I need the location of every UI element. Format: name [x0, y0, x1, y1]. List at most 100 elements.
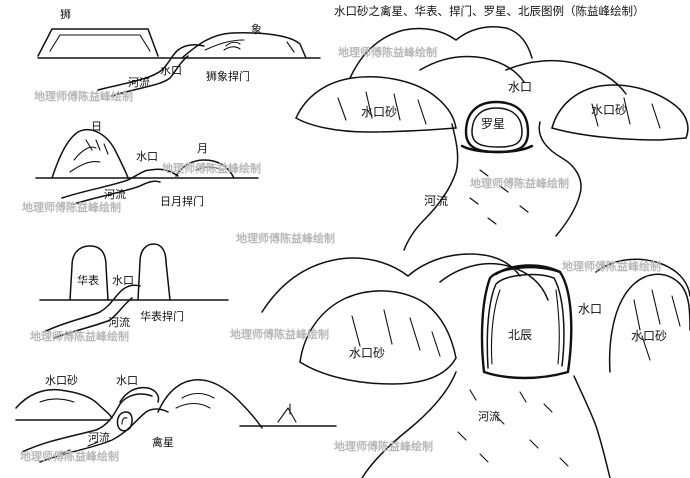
left-sand-mound	[15, 388, 113, 419]
huabiao-pillar-left	[69, 245, 109, 301]
river-4-left	[21, 393, 153, 453]
left-sand-hill-base	[295, 117, 457, 133]
luoxing-sketch	[295, 26, 689, 251]
label-gate-lion-elephant: 狮象捍门	[206, 70, 250, 83]
label-huabiao: 华表	[77, 274, 99, 287]
watermark: 地理师傅陈益峰绘制	[562, 260, 661, 273]
river-2-right	[73, 180, 161, 205]
watermark: 地理师傅陈益峰绘制	[334, 440, 433, 453]
back-ridge-2	[419, 55, 525, 83]
right-mound	[157, 379, 263, 429]
river-6-right	[573, 375, 611, 478]
qinxing-sketch	[15, 379, 337, 463]
river-6-flow	[457, 389, 569, 467]
beichen-rock-3	[490, 289, 560, 365]
elephant-mountain-inner	[204, 39, 295, 53]
back-ridge-b3	[595, 258, 690, 297]
back-ridge-b1	[261, 253, 521, 313]
right-mound-inner	[175, 392, 215, 409]
qinxing-island	[116, 411, 133, 432]
label-river-3: 河流	[108, 316, 130, 329]
watermark: 地理师傅陈益峰绘制	[22, 201, 121, 214]
sun-mountain	[51, 129, 129, 179]
sun-moon-sketch	[35, 129, 259, 205]
river-5-right	[538, 121, 582, 237]
label-shuikou-5: 水口	[508, 80, 533, 94]
label-luoxing: 罗星	[481, 117, 506, 131]
label-river-2: 河流	[104, 188, 126, 201]
watermark: 地理师傅陈益峰绘制	[236, 232, 335, 245]
watermark: 地理师傅陈益峰绘制	[20, 450, 119, 463]
left-sand-hill	[295, 76, 457, 129]
label-gate-huabiao: 华表捍门	[140, 310, 184, 323]
watermark: 地理师傅陈益峰绘制	[30, 330, 129, 343]
label-river-4: 河流	[88, 431, 110, 444]
label-shuikou-2: 水口	[136, 150, 158, 163]
beichen-sketch	[261, 253, 690, 478]
elephant-detail	[223, 41, 241, 51]
moon-mountain-inner	[195, 166, 223, 171]
watermark: 地理师傅陈益峰绘制	[162, 162, 261, 175]
sun-mountain-inner	[69, 146, 101, 173]
label-shuikousha-6-left: 水口砂	[349, 346, 386, 360]
label-sun: 日	[91, 120, 102, 133]
watermark: 地理师傅陈益峰绘制	[34, 90, 133, 103]
label-gate-sun-moon: 日月捍门	[160, 195, 204, 208]
huabiao-pillar-right	[137, 243, 171, 301]
moon-mountain	[175, 159, 235, 179]
river-2-left	[61, 168, 179, 199]
river-6-left	[361, 371, 457, 478]
label-shuikousha-4: 水口砂	[45, 374, 78, 387]
label-moon: 月	[197, 142, 208, 155]
beichen-rock-2	[486, 273, 565, 369]
right-sand-b-lines	[633, 289, 681, 361]
left-sand-b	[299, 290, 457, 363]
small-hut	[277, 403, 297, 423]
river-3-right	[53, 297, 133, 339]
label-river-1: 河流	[128, 76, 150, 89]
left-sand-mound-inner	[39, 398, 75, 403]
label-river-5: 河流	[424, 194, 449, 208]
right-sand-hill-lines	[591, 97, 661, 129]
river-5-flow	[469, 169, 529, 225]
river-1-left	[97, 44, 205, 91]
watermark: 地理师傅陈益峰绘制	[230, 328, 329, 341]
river-1-right	[111, 55, 189, 97]
label-elephant: 象	[251, 23, 262, 36]
watermark: 地理师傅陈益峰绘制	[338, 46, 437, 59]
huabiao-sketch	[39, 243, 229, 339]
river-3-left	[43, 284, 141, 333]
back-ridge-1	[349, 26, 533, 79]
beichen-top	[494, 264, 562, 276]
diagram-title: 水口砂之禽星、华表、捍门、罗星、北辰图例（陈益峰绘制）	[334, 4, 645, 18]
middle-mound	[119, 386, 160, 403]
back-ridge-3	[505, 59, 627, 95]
label-shuikou-1: 水口	[160, 64, 182, 77]
watermark: 地理师傅陈益峰绘制	[470, 177, 569, 190]
river-4-flow	[59, 441, 99, 455]
left-sand-b-lines	[351, 309, 441, 357]
left-sand-b-base	[299, 357, 457, 385]
label-shuikou-4: 水口	[116, 374, 138, 387]
back-ridge-b2	[439, 263, 549, 301]
label-shuikou-6: 水口	[578, 302, 603, 316]
right-sand-hill	[551, 84, 689, 139]
lion-mountain-inner	[49, 34, 151, 52]
left-sand-hill-lines	[337, 91, 427, 125]
label-lion: 狮	[60, 8, 71, 21]
label-beichen: 北辰	[508, 328, 533, 342]
label-shuikou-3: 水口	[112, 274, 134, 287]
lion-mountain	[37, 28, 159, 57]
luoxing-island-inner	[471, 107, 523, 148]
qinxing-island-inner	[121, 417, 128, 425]
river-5-left	[403, 123, 459, 251]
label-shuikousha-5-right: 水口砂	[591, 103, 628, 117]
label-qinxing: 禽星	[152, 436, 174, 449]
ground-line-4	[15, 419, 337, 427]
sun-mountain-stripes	[85, 139, 109, 155]
label-shuikousha-5-left: 水口砂	[361, 105, 398, 119]
right-sand-hill-base	[551, 127, 687, 141]
label-river-6: 河流	[478, 410, 500, 423]
lion-elephant-sketch	[37, 28, 321, 97]
